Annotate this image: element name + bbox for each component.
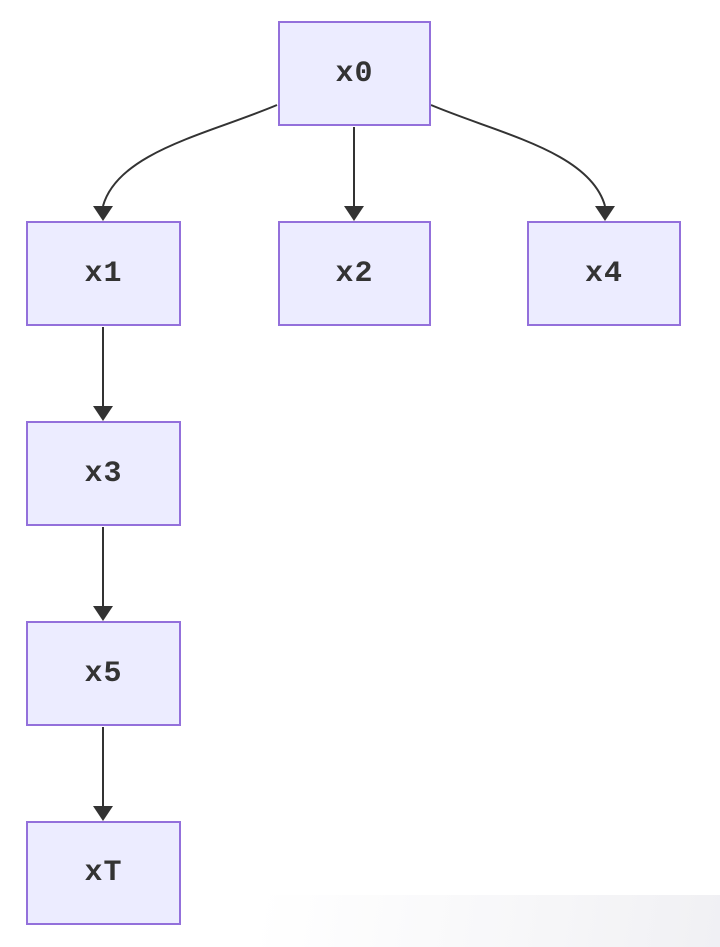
page-edge-shadow <box>260 895 720 947</box>
node-x4: x4 <box>527 221 681 326</box>
edge-x0-x4 <box>430 104 606 207</box>
arrowhead-x1-x3 <box>93 406 113 421</box>
node-x2: x2 <box>278 221 431 326</box>
node-x5-label: x5 <box>84 656 123 691</box>
edge-x0-x1 <box>102 104 278 207</box>
node-x2-label: x2 <box>335 256 374 291</box>
node-x1: x1 <box>26 221 181 326</box>
arrowhead-x0-x1 <box>93 206 113 221</box>
arrowhead-x3-x5 <box>93 606 113 621</box>
node-x0-label: x0 <box>335 56 374 91</box>
node-x5: x5 <box>26 621 181 726</box>
node-xT: xT <box>26 821 181 925</box>
node-xT-label: xT <box>84 856 123 890</box>
node-x1-label: x1 <box>84 256 123 291</box>
arrowhead-x0-x2 <box>344 206 364 221</box>
node-x3-label: x3 <box>84 456 123 491</box>
arrowhead-x0-x4 <box>595 206 615 221</box>
node-x0: x0 <box>278 21 431 126</box>
node-x3: x3 <box>26 421 181 526</box>
node-x4-label: x4 <box>584 256 623 291</box>
arrowhead-x5-xT <box>93 806 113 821</box>
